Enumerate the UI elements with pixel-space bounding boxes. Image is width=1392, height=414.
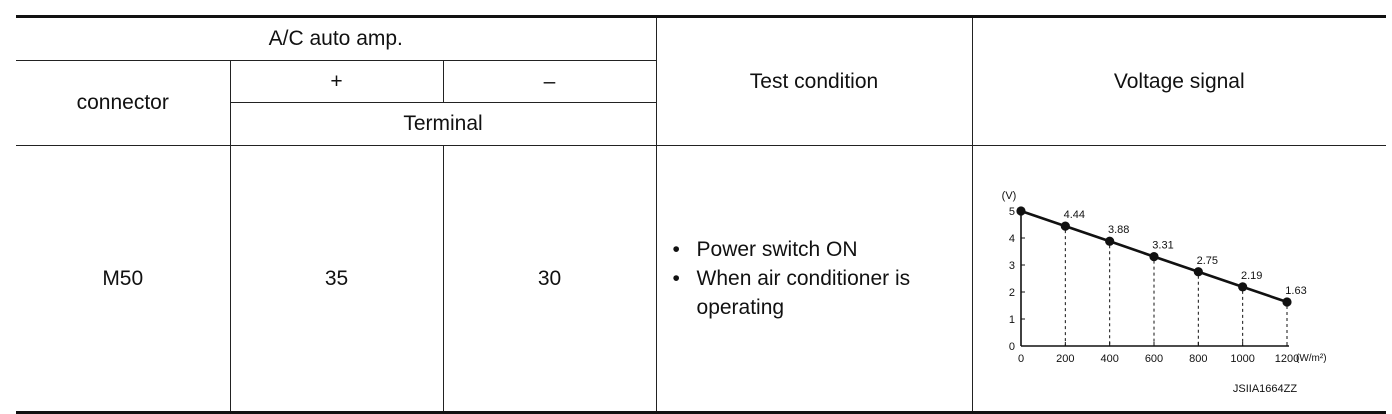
cell-voltage-chart: 0 1 2 3 4 5 0 200 400 600 800 1000 1200 (V) (W/m²) 4.44… (971, 145, 1387, 414)
data-label: 3.31 (1152, 239, 1173, 251)
header-voltage-signal: Voltage signal (971, 15, 1387, 146)
x-tick-label: 800 (1189, 353, 1207, 365)
y-tick-label: 3 (1008, 260, 1014, 272)
y-tick-label: 4 (1008, 233, 1014, 245)
y-tick-label: 0 (1008, 341, 1014, 353)
figure-code: JSIIA1664ZZ (1232, 383, 1296, 395)
data-label: 2.75 (1196, 254, 1217, 266)
x-tick-label: 200 (1056, 353, 1074, 365)
y-tick-label: 5 (1008, 206, 1014, 218)
header-connector: connector (16, 60, 231, 146)
header-minus: – (442, 60, 657, 103)
spec-table: A/C auto amp. Test condition Voltage sig… (16, 15, 1387, 414)
x-tick-label: 600 (1144, 353, 1162, 365)
y-tick-label: 2 (1008, 287, 1014, 299)
cell-plus-terminal: 35 (229, 145, 444, 414)
data-point (1015, 205, 1026, 216)
cell-test-condition: Power switch ON When air conditioner is … (655, 145, 973, 414)
x-axis-label: (W/m²) (1296, 353, 1327, 364)
data-label: 4.44 (1063, 209, 1084, 221)
condition-list: Power switch ON When air conditioner is … (671, 235, 972, 322)
condition-item: Power switch ON (671, 235, 972, 264)
data-point (1060, 221, 1070, 231)
condition-item: When air conditioner is operating (671, 264, 972, 322)
header-terminal: Terminal (230, 102, 657, 146)
x-tick-label: 400 (1100, 353, 1118, 365)
header-test-condition: Test condition (655, 15, 973, 146)
data-point (1193, 266, 1203, 276)
header-ac-auto-amp: A/C auto amp. (16, 15, 657, 61)
cell-minus-terminal: 30 (442, 145, 657, 414)
data-point (1237, 281, 1247, 291)
data-point (1148, 251, 1159, 261)
data-label: 3.88 (1107, 224, 1128, 236)
data-point (1104, 236, 1114, 246)
data-point (1281, 296, 1292, 307)
cell-connector: M50 (16, 145, 231, 414)
voltage-chart: 0 1 2 3 4 5 0 200 400 600 800 1000 1200 (V) (W/m²) 4.44… (1001, 190, 1327, 395)
x-tick-label: 1000 (1230, 353, 1254, 365)
x-tick-label: 1200 (1274, 353, 1298, 365)
header-plus: + (229, 60, 444, 103)
data-label: 2.19 (1240, 269, 1261, 281)
y-tick-label: 1 (1008, 314, 1014, 326)
y-axis-label: (V) (1001, 190, 1016, 202)
data-label: 1.63 (1285, 284, 1306, 296)
x-tick-label: 0 (1017, 353, 1023, 365)
